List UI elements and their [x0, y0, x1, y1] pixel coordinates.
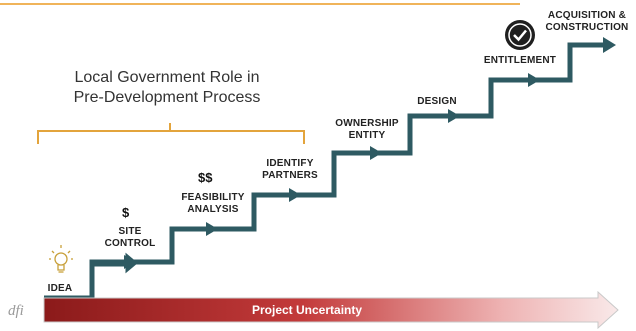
- role-note-line1: Local Government Role in: [74, 69, 260, 86]
- step-arrow: [370, 146, 382, 160]
- step-label-line: ENTITY: [348, 130, 386, 141]
- dfi-logo: dfi: [8, 303, 24, 319]
- final-arrow: [603, 37, 616, 53]
- step-arrow: [448, 109, 460, 123]
- step-label-identify-partners: IDENTIFY PARTNERS: [252, 158, 328, 182]
- step-label-idea: IDEA: [40, 283, 80, 295]
- step-label-line: DESIGN: [417, 96, 457, 107]
- step-label-site-control: SITE CONTROL: [100, 226, 160, 250]
- step-arrow: [528, 73, 540, 87]
- checkmark-badge-icon: [505, 20, 535, 50]
- step-label-acquisition: ACQUISITION & CONSTRUCTION: [540, 10, 634, 34]
- lightbulb-icon: [49, 245, 73, 273]
- staircase-line: [44, 42, 605, 301]
- step-label-line: OWNERSHIP: [335, 118, 399, 129]
- step-label-design: DESIGN: [412, 96, 462, 108]
- step-label-line: ENTITLEMENT: [483, 55, 557, 66]
- step-arrow: [206, 222, 218, 236]
- uncertainty-label: Project Uncertainty: [252, 303, 363, 317]
- step-label-line: PARTNERS: [262, 170, 318, 181]
- uncertainty-arrow: [43, 290, 619, 330]
- step-arrow: [289, 188, 301, 202]
- double-dollar-icon: $$: [198, 170, 213, 185]
- step-label-line: IDEA: [47, 283, 73, 294]
- step-arrow: [124, 255, 136, 269]
- step-label-line: CONSTRUCTION: [545, 22, 629, 33]
- step-label-line: FEASIBILITY: [181, 192, 245, 203]
- step-label-ownership-entity: OWNERSHIP ENTITY: [327, 118, 407, 142]
- role-note: Local Government Role in Pre-Development…: [52, 68, 282, 108]
- dollar-icon: $: [122, 205, 130, 220]
- step-label-line: CONTROL: [104, 238, 156, 249]
- step-label-line: SITE: [118, 226, 142, 237]
- role-bracket: [37, 123, 305, 144]
- step-label-feasibility: FEASIBILITY ANALYSIS: [172, 192, 254, 216]
- step-label-line: ACQUISITION &: [547, 10, 627, 21]
- step-label-line: ANALYSIS: [187, 204, 239, 215]
- step-label-entitlement: ENTITLEMENT: [476, 55, 564, 67]
- role-note-line2: Pre-Development Process: [73, 89, 261, 106]
- step-label-line: IDENTIFY: [266, 158, 314, 169]
